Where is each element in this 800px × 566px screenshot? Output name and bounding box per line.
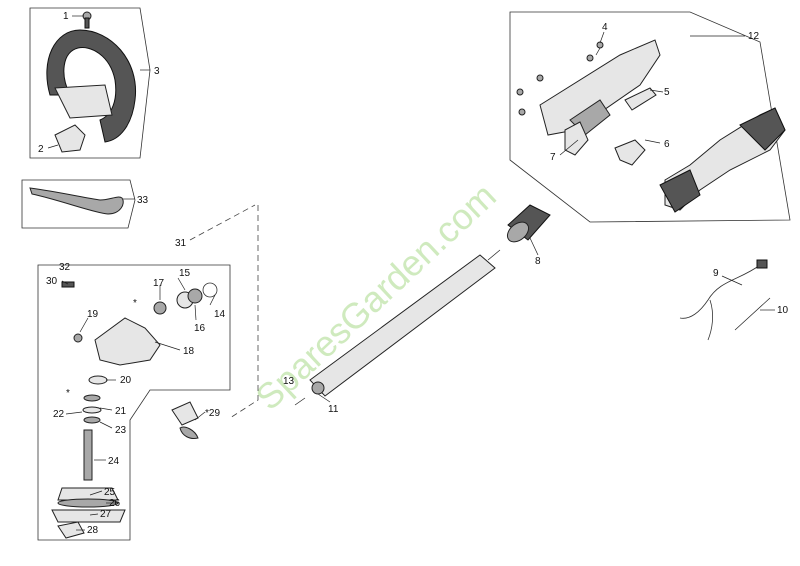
- callout-10: 10: [777, 305, 789, 316]
- callout-12: 12: [748, 31, 760, 42]
- callout-15: 15: [179, 268, 191, 279]
- leader-lines: [47, 15, 775, 531]
- callout-2: 2: [38, 144, 44, 155]
- throttle-lever-group: [21, 179, 136, 229]
- callout-14: 14: [214, 309, 226, 320]
- callout-13: 13: [283, 376, 295, 387]
- callout-29: *29: [205, 408, 220, 419]
- callout-5: 5: [664, 87, 670, 98]
- callout-32: 32: [59, 262, 71, 273]
- callout-31: 31: [175, 238, 187, 249]
- callout-28: 28: [87, 525, 99, 536]
- callout-20: 20: [120, 375, 132, 386]
- callout-18: 18: [183, 346, 195, 357]
- drive-tube: [294, 249, 501, 406]
- gear-head-group: [37, 204, 259, 541]
- housing-group: [509, 11, 791, 223]
- callout-21: 21: [115, 406, 127, 417]
- callout-24: 24: [108, 456, 120, 467]
- callout-4: 4: [602, 22, 608, 33]
- callout-8: 8: [535, 256, 541, 267]
- cable-group: [679, 259, 771, 341]
- callout-25: 25: [104, 487, 116, 498]
- callout-23: 23: [115, 425, 127, 436]
- callout-labels: 1 2 3 4 5 6 7 8 9 10 11 12 13 14 15 16 1…: [38, 11, 789, 536]
- callout-26: 26: [109, 498, 121, 509]
- callout-7: 7: [550, 152, 556, 163]
- cap-part: [171, 401, 199, 439]
- callout-9: 9: [713, 268, 719, 279]
- callout-19: 19: [87, 309, 99, 320]
- grip-sleeve: [506, 204, 551, 243]
- callout-asterisk-21: *: [66, 388, 70, 399]
- callout-16: 16: [194, 323, 206, 334]
- callout-22: 22: [53, 409, 65, 420]
- callout-3: 3: [154, 66, 160, 77]
- callout-30: 30: [46, 276, 58, 287]
- callout-1: 1: [63, 11, 69, 22]
- callout-17: 17: [153, 278, 165, 289]
- callout-11: 11: [328, 404, 339, 415]
- callout-27: 27: [100, 509, 112, 520]
- callout-33: 33: [137, 195, 149, 206]
- callout-6: 6: [664, 139, 670, 150]
- loop-handle-group: [29, 7, 151, 159]
- callout-asterisk-17: *: [133, 298, 137, 309]
